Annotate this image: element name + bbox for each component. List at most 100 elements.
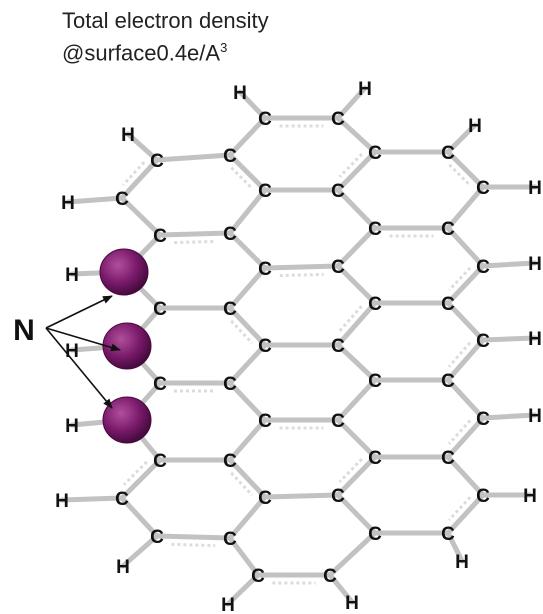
hydrogen-atom-label: H bbox=[116, 557, 130, 578]
bond-line-ch bbox=[480, 412, 538, 421]
double-bond-dash bbox=[174, 239, 217, 245]
carbon-atom-label: C bbox=[331, 257, 345, 278]
double-bond-dash bbox=[230, 319, 254, 345]
bond-line bbox=[335, 342, 378, 383]
carbon-atom-label: C bbox=[223, 299, 237, 320]
carbon-atom-label: C bbox=[476, 257, 490, 278]
bond-line bbox=[227, 265, 268, 311]
hydrogen-atom-label: H bbox=[468, 116, 482, 137]
nitrogen-density-lobe bbox=[102, 322, 152, 370]
bond-line-ch bbox=[445, 122, 478, 155]
carbon-atom-label: C bbox=[258, 181, 272, 202]
bond-line bbox=[445, 377, 486, 421]
nitrogen-arrow bbox=[45, 327, 121, 352]
bond-line bbox=[262, 263, 341, 271]
double-bond-dash bbox=[279, 272, 324, 278]
hydrogen-atom-label: H bbox=[528, 329, 542, 350]
bond-line bbox=[335, 454, 378, 498]
bond-line bbox=[445, 337, 486, 383]
hydrogen-atom-label: H bbox=[358, 79, 372, 100]
carbon-atom-label: C bbox=[368, 143, 382, 164]
bond-line bbox=[445, 263, 486, 306]
hydrogen-atom-label: H bbox=[121, 125, 135, 146]
carbon-atom-label: C bbox=[368, 524, 382, 545]
carbon-atom-label: C bbox=[331, 486, 345, 507]
figure-title-line2: @surface0.4e/A3 bbox=[62, 40, 227, 66]
carbon-atom-label: C bbox=[258, 336, 272, 357]
bond-line bbox=[445, 184, 486, 231]
bond-line bbox=[154, 152, 233, 163]
carbon-atom-label: C bbox=[476, 409, 490, 430]
hydrogen-atom-label: H bbox=[523, 486, 537, 507]
bond-line bbox=[445, 415, 486, 460]
carbon-atom-label: C bbox=[150, 151, 164, 172]
bond-line bbox=[154, 533, 233, 541]
double-bond-dash bbox=[338, 152, 363, 178]
double-bond-dash bbox=[447, 341, 472, 368]
nitrogen-arrow bbox=[45, 327, 113, 409]
hydrogen-atom-label: H bbox=[528, 254, 542, 275]
bond-line bbox=[227, 342, 268, 386]
carbon-atom-label: C bbox=[323, 566, 337, 587]
nitrogen-label: N bbox=[13, 314, 35, 347]
nitrogen-arrow bbox=[45, 295, 113, 329]
carbon-atom-label: C bbox=[223, 529, 237, 550]
carbon-atom-label: C bbox=[331, 181, 345, 202]
bond-line-ch bbox=[237, 89, 268, 121]
hydrogen-atom-label: H bbox=[65, 265, 79, 286]
carbon-atom-label: C bbox=[153, 299, 167, 320]
bond-line-ch bbox=[335, 85, 368, 121]
bond-line bbox=[445, 492, 486, 536]
double-bond-dash bbox=[122, 460, 148, 486]
bond-line bbox=[262, 492, 341, 500]
carbon-atom-label: C bbox=[441, 294, 455, 315]
bond-line bbox=[335, 300, 378, 348]
carbon-atom-label: C bbox=[258, 488, 272, 509]
bond-line-ch bbox=[225, 572, 261, 607]
arrow-layer: N bbox=[13, 295, 121, 409]
bond-line-ch bbox=[65, 195, 125, 205]
bond-line bbox=[227, 152, 268, 193]
bond-line bbox=[335, 149, 378, 193]
bond-line bbox=[335, 377, 378, 423]
bond-line bbox=[445, 149, 486, 190]
hydrogen-atom-label: H bbox=[65, 416, 79, 437]
carbon-atom-label: C bbox=[153, 226, 167, 247]
bond-line bbox=[119, 457, 163, 501]
nitrogen-density-lobe bbox=[99, 248, 149, 296]
bond-line bbox=[119, 195, 163, 238]
double-bond-dash bbox=[448, 496, 472, 521]
bond-line bbox=[227, 115, 268, 158]
carbon-atom-label: C bbox=[331, 411, 345, 432]
bond-line bbox=[445, 225, 486, 269]
bond-line bbox=[119, 157, 160, 201]
carbon-atom-label: C bbox=[258, 259, 272, 280]
hydrogen-atom-label: H bbox=[233, 83, 247, 104]
hydrogen-atom-label: H bbox=[528, 178, 542, 199]
carbon-atom-label: C bbox=[153, 451, 167, 472]
double-bond-dash bbox=[448, 163, 472, 187]
carbon-atom-label: C bbox=[441, 143, 455, 164]
hydrogen-atom-label: H bbox=[55, 491, 69, 512]
carbon-atom-label: C bbox=[115, 489, 129, 510]
bond-line-ch bbox=[445, 530, 465, 564]
carbon-atom-label: C bbox=[476, 178, 490, 199]
carbon-atom-label: C bbox=[441, 448, 455, 469]
density-surface-layer bbox=[99, 248, 152, 444]
carbon-atom-label: C bbox=[441, 219, 455, 240]
bond-line bbox=[157, 230, 233, 238]
carbon-atom-label: C bbox=[223, 146, 237, 167]
carbon-atom-label: C bbox=[441, 371, 455, 392]
carbon-atom-label: C bbox=[223, 224, 237, 245]
bond-line bbox=[227, 305, 268, 348]
carbon-atom-label: C bbox=[115, 189, 129, 210]
hydrogen-atom-label: H bbox=[61, 193, 75, 214]
figure-title-line1: Total electron density bbox=[62, 8, 269, 33]
bond-line bbox=[335, 492, 378, 536]
hydrogen-atom-label: H bbox=[528, 406, 542, 427]
double-bond-dash bbox=[230, 166, 254, 190]
carbon-atom-label: C bbox=[368, 219, 382, 240]
carbon-atom-label: C bbox=[368, 371, 382, 392]
carbon-atom-label: C bbox=[251, 566, 265, 587]
